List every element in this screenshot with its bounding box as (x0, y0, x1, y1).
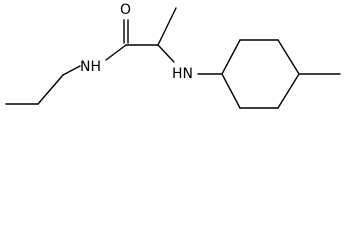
ring-bond-3 (277, 39, 300, 75)
bond-nh-propyl-1 (62, 65, 81, 76)
skeletal-structure: O NH HN (5, 2, 341, 109)
bond-carbonyl-nh (105, 44, 127, 61)
ring-bond-6 (221, 73, 241, 109)
bond-alpha-hn (157, 44, 175, 63)
ring-bond-4 (277, 73, 300, 109)
bond-alpha-methyl (157, 7, 177, 46)
amide-nh-label: NH (80, 59, 101, 75)
ring-bond-1 (221, 39, 241, 75)
bond-propyl-1-2 (37, 74, 64, 105)
oxygen-label: O (120, 2, 131, 18)
amine-hn-label: HN (172, 66, 193, 82)
